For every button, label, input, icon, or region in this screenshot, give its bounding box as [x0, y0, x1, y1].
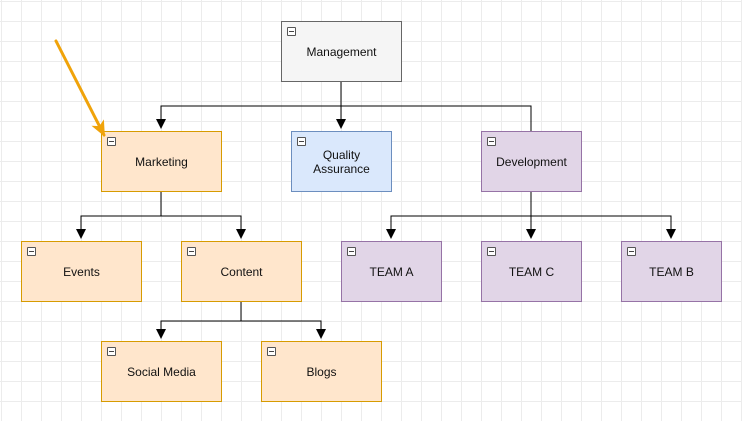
node-label: Blogs: [306, 364, 337, 379]
node-label: Marketing: [135, 154, 188, 169]
node-label: Development: [496, 154, 567, 169]
collapse-icon[interactable]: [267, 347, 276, 356]
node-team-c[interactable]: TEAM C: [481, 241, 582, 302]
node-label: Management: [306, 44, 377, 59]
node-social-media[interactable]: Social Media: [101, 341, 222, 402]
node-label: TEAM A: [369, 264, 414, 279]
node-quality-assurance[interactable]: Quality Assurance: [291, 131, 392, 192]
edge-development-team-a[interactable]: [386, 191, 532, 239]
node-content[interactable]: Content: [181, 241, 302, 302]
node-blogs[interactable]: Blogs: [261, 341, 382, 402]
node-label: TEAM C: [508, 264, 555, 279]
collapse-icon[interactable]: [297, 137, 306, 146]
node-development[interactable]: Development: [481, 131, 582, 192]
node-label: Quality Assurance: [313, 147, 370, 176]
annotation-arrow-icon: [54, 39, 106, 137]
edge-development-team-b[interactable]: [531, 215, 676, 239]
edge-content-social-media[interactable]: [156, 301, 242, 339]
node-team-a[interactable]: TEAM A: [341, 241, 442, 302]
collapse-icon[interactable]: [107, 137, 116, 146]
edge-marketing-events[interactable]: [76, 191, 162, 239]
node-events[interactable]: Events: [21, 241, 142, 302]
node-label: Events: [63, 264, 100, 279]
node-label: TEAM B: [649, 264, 694, 279]
collapse-icon[interactable]: [187, 247, 196, 256]
node-marketing[interactable]: Marketing: [101, 131, 222, 192]
collapse-icon[interactable]: [487, 247, 496, 256]
collapse-icon[interactable]: [487, 137, 496, 146]
collapse-icon[interactable]: [27, 247, 36, 256]
node-team-b[interactable]: TEAM B: [621, 241, 722, 302]
collapse-icon[interactable]: [107, 347, 116, 356]
node-label: Social Media: [127, 364, 196, 379]
edge-management-development[interactable]: [341, 105, 532, 131]
node-management[interactable]: Management: [281, 21, 402, 82]
collapse-icon[interactable]: [287, 27, 296, 36]
edge-content-blogs[interactable]: [241, 320, 326, 339]
collapse-icon[interactable]: [627, 247, 636, 256]
edge-marketing-content[interactable]: [161, 215, 246, 239]
collapse-icon[interactable]: [347, 247, 356, 256]
edge-management-marketing[interactable]: [156, 81, 342, 129]
node-label: Content: [220, 264, 263, 279]
